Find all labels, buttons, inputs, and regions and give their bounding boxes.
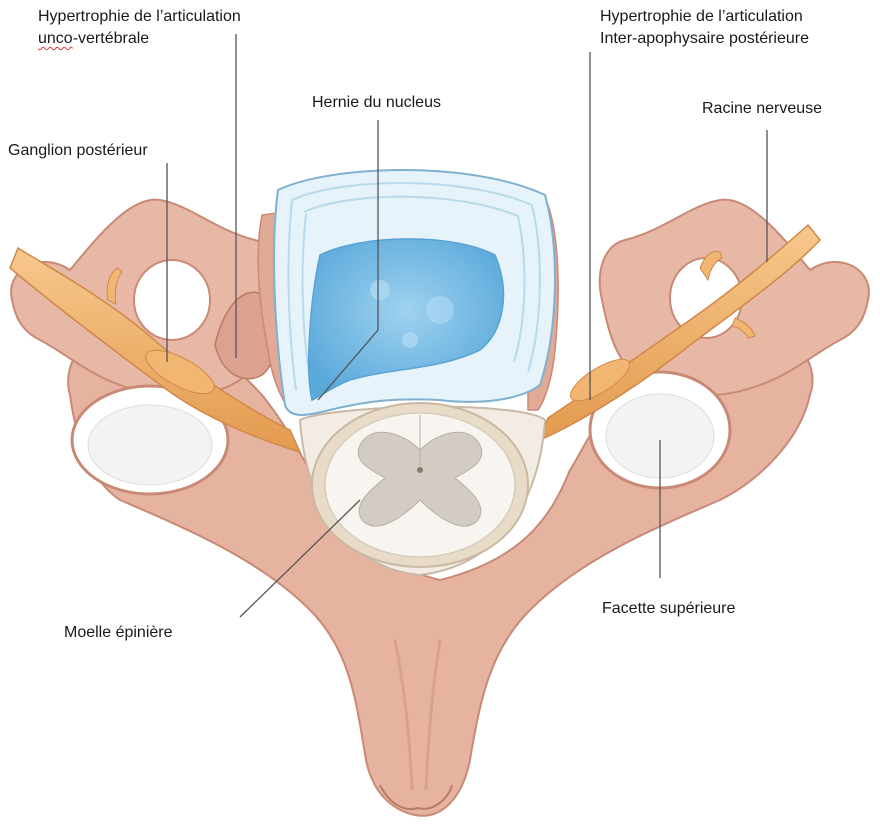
label-hernie: Hernie du nucleus (312, 92, 441, 114)
label-interapophysaire-line2: Inter-apophysaire postérieure (600, 28, 809, 50)
intervertebral-disc (274, 170, 555, 415)
label-interapophysaire: Hypertrophie de l’articulation Inter-apo… (600, 6, 809, 50)
label-facette: Facette supérieure (602, 598, 735, 620)
label-racine: Racine nerveuse (702, 98, 822, 120)
label-uncovertebral-line2: unco-vertébrale (38, 28, 241, 50)
label-ganglion: Ganglion postérieur (8, 140, 148, 162)
label-uncovertebral-line1: Hypertrophie de l’articulation (38, 6, 241, 28)
label-uncovertebral-line2b: -vertébrale (73, 30, 149, 47)
label-uncovertebral-line2a: unco (38, 30, 73, 47)
label-uncovertebral: Hypertrophie de l’articulation unco-vert… (38, 6, 241, 50)
label-moelle: Moelle épinière (64, 622, 173, 644)
label-interapophysaire-line1: Hypertrophie de l’articulation (600, 6, 809, 28)
